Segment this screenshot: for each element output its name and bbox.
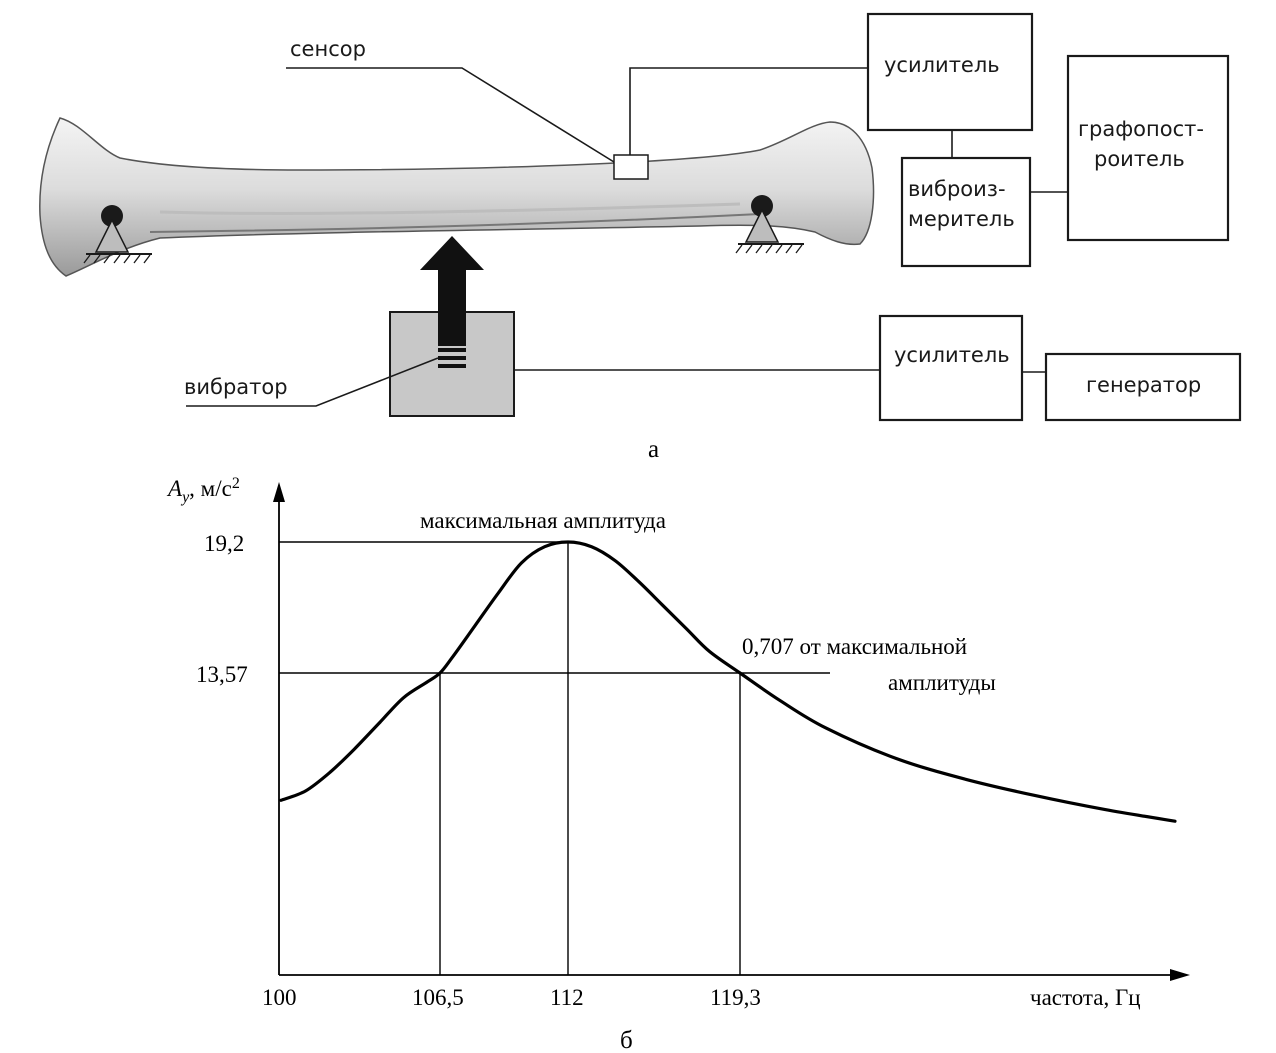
y-tick-label-peak: 19,2 [204,531,244,556]
x-axis-label: частота, Гц [1030,985,1141,1010]
right-support [735,195,804,254]
force-arrow [420,236,484,368]
amplifier-top-label: усилитель [884,53,1000,77]
plotter-label-line1: графопост- [1078,117,1204,141]
x-tick-label-112: 112 [550,985,584,1010]
chart-caption: б [620,1027,633,1053]
setup-diagram: сенсор усилитель виброиз- меритель графо… [39,12,1242,463]
x-tick-label-106-5: 106,5 [412,985,464,1010]
y-axis-label-subscript: y [180,489,190,506]
left-support [83,205,152,264]
y-tick-label-level: 13,57 [196,662,248,687]
response-curve-series [279,540,1177,823]
generator-label: генератор [1086,373,1201,397]
y-axis-label: Ay, м/с2 [166,475,240,506]
vibrator-label: вибратор [184,375,288,399]
amplifier-bottom-label: усилитель [894,343,1010,367]
vibrometer-box [900,156,1032,268]
x-tick-label-119-3: 119,3 [710,985,761,1010]
generator-box [1044,352,1242,422]
sensor-label: сенсор [290,37,366,61]
y-axis-arrow [273,482,285,502]
y-axis-label-superscript: 2 [232,475,240,492]
amplifier-bottom-box [878,314,1024,422]
vibrator-leader-line [186,357,439,407]
peak-annotation: максимальная амплитуда [420,508,666,533]
plotter-label-line2: роитель [1094,147,1185,171]
x-tick-label-100: 100 [262,985,297,1010]
x-axis-arrow [1170,969,1190,981]
sensor-leader-line [286,67,615,163]
diagram-caption: а [648,436,659,463]
plotter-box [1066,54,1230,242]
vibrometer-label-line2: меритель [908,207,1015,231]
y-axis-label-unit: , м/с [189,476,232,501]
resonance-chart: Ay, м/с2 19,2 13,57 100 106,5 112 119,3 … [166,475,1190,1053]
sensor-to-amplifier-wire [629,67,868,155]
amplifier-top-box [866,12,1034,132]
y-axis-label-symbol: A [166,476,183,501]
level-annotation-line2: амплитуды [888,670,996,695]
level-annotation-line1: 0,707 от максимальной [742,634,967,659]
bone-specimen [39,117,875,277]
vibrometer-label-line1: виброиз- [908,177,1006,201]
sensor-element [613,154,649,180]
